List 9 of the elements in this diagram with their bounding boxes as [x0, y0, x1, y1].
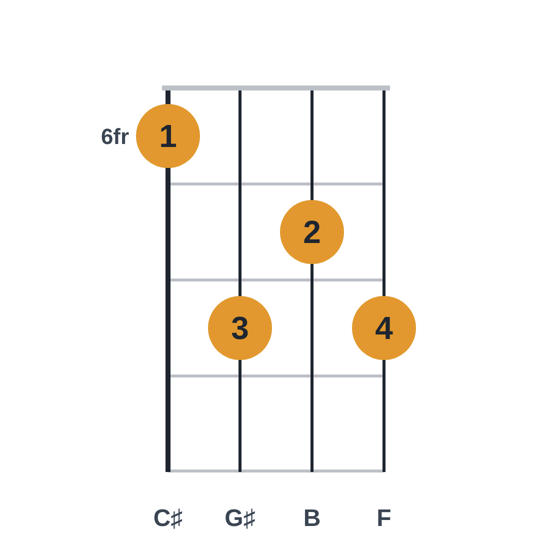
fret-position-label: 6fr — [100, 126, 130, 148]
finger-dot: 4 — [352, 296, 416, 360]
finger-dot: 3 — [208, 296, 272, 360]
string-name: F — [376, 507, 392, 531]
string-name: B — [303, 507, 321, 531]
finger-dot: 2 — [280, 200, 344, 264]
string-name: C♯ — [153, 507, 183, 531]
string-name: G♯ — [224, 507, 256, 531]
finger-dot: 1 — [136, 104, 200, 168]
